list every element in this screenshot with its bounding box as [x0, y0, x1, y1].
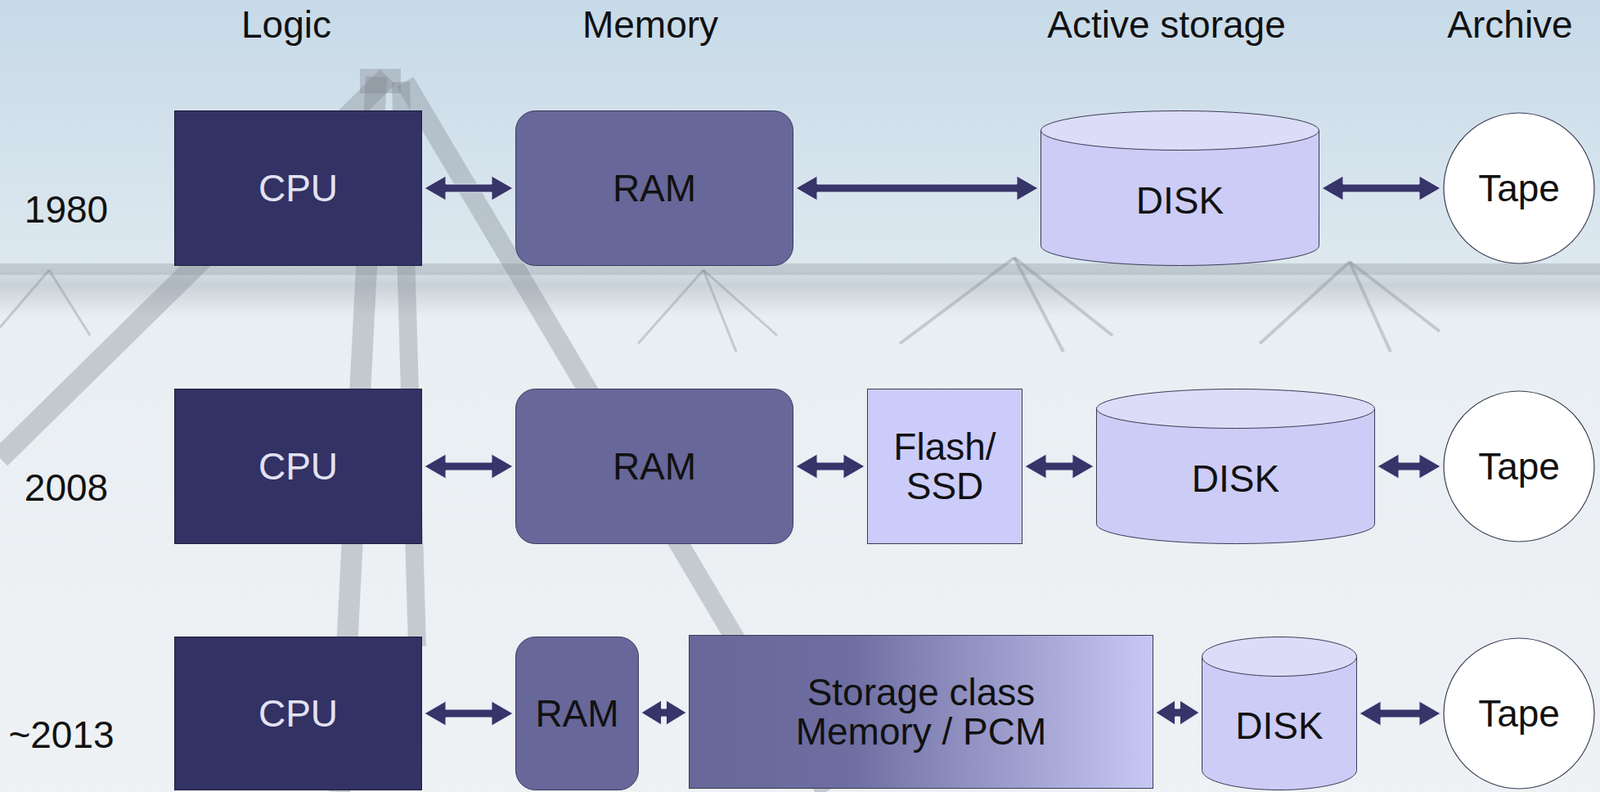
double-arrow: [1321, 175, 1441, 201]
double-arrow: [795, 175, 1039, 201]
node-label: RAM: [612, 446, 697, 486]
node-label: Flash/ SSD: [883, 426, 1007, 507]
scm-box: Storage class Memory / PCM: [688, 634, 1154, 789]
rounded-outline: [516, 637, 639, 791]
ram-box: RAM: [515, 636, 639, 791]
cpu-box: CPU: [174, 388, 423, 544]
node-label: RAM: [534, 693, 619, 733]
node-label: Storage class Memory / PCM: [782, 672, 1061, 752]
node-label: CPU: [258, 446, 338, 486]
double-arrow: [1377, 453, 1441, 479]
node-label: Tape: [1478, 693, 1560, 733]
node-label: CPU: [258, 693, 338, 733]
node-label: DISK: [1136, 156, 1224, 221]
circle-outline: [1443, 391, 1595, 542]
node-label: DISK: [1191, 434, 1280, 499]
disk-cylinder: DISK: [1096, 388, 1376, 544]
cylinder-top: [1041, 111, 1320, 151]
double-arrow: [795, 453, 865, 479]
cylinder-top: [1096, 389, 1376, 429]
node-label: Tape: [1478, 446, 1560, 486]
disk-cylinder: DISK: [1040, 110, 1320, 266]
year-label: 1980: [24, 187, 108, 232]
double-arrow: [1155, 700, 1200, 725]
double-arrow: [1359, 701, 1441, 726]
column-header: Archive: [1447, 2, 1573, 47]
double-arrow: [424, 175, 513, 201]
disk-cylinder: DISK: [1201, 636, 1358, 791]
box-outline: [867, 389, 1023, 544]
node-label: DISK: [1235, 681, 1323, 746]
ram-box: RAM: [515, 388, 794, 544]
node-label: RAM: [612, 168, 697, 208]
double-arrow: [641, 700, 687, 725]
column-header: Active storage: [1047, 2, 1286, 47]
cpu-box: CPU: [174, 636, 423, 791]
box-outline: [175, 111, 423, 266]
year-label: ~2013: [8, 712, 114, 757]
ram-box: RAM: [515, 110, 794, 266]
rounded-outline: [516, 389, 794, 544]
circle-outline: [1443, 638, 1595, 789]
node-label: CPU: [258, 168, 338, 208]
rounded-outline: [516, 111, 794, 266]
year-label: 2008: [24, 465, 108, 510]
tape-circle: Tape: [1442, 390, 1596, 543]
flash-box: Flash/ SSD: [867, 388, 1023, 544]
tape-circle: Tape: [1442, 637, 1596, 790]
double-arrow: [1024, 453, 1094, 479]
circle-outline: [1443, 112, 1595, 264]
box-outline: [689, 635, 1154, 789]
column-header: Logic: [241, 2, 332, 47]
node-label: Tape: [1478, 168, 1560, 208]
cpu-box: CPU: [174, 110, 423, 266]
cylinder-top: [1202, 637, 1358, 677]
box-outline: [175, 389, 423, 544]
double-arrow: [424, 701, 513, 726]
tape-circle: Tape: [1442, 112, 1596, 265]
double-arrow: [424, 453, 513, 479]
box-outline: [175, 637, 423, 791]
antenna-tripods: [0, 68, 1440, 792]
column-header: Memory: [582, 2, 719, 47]
